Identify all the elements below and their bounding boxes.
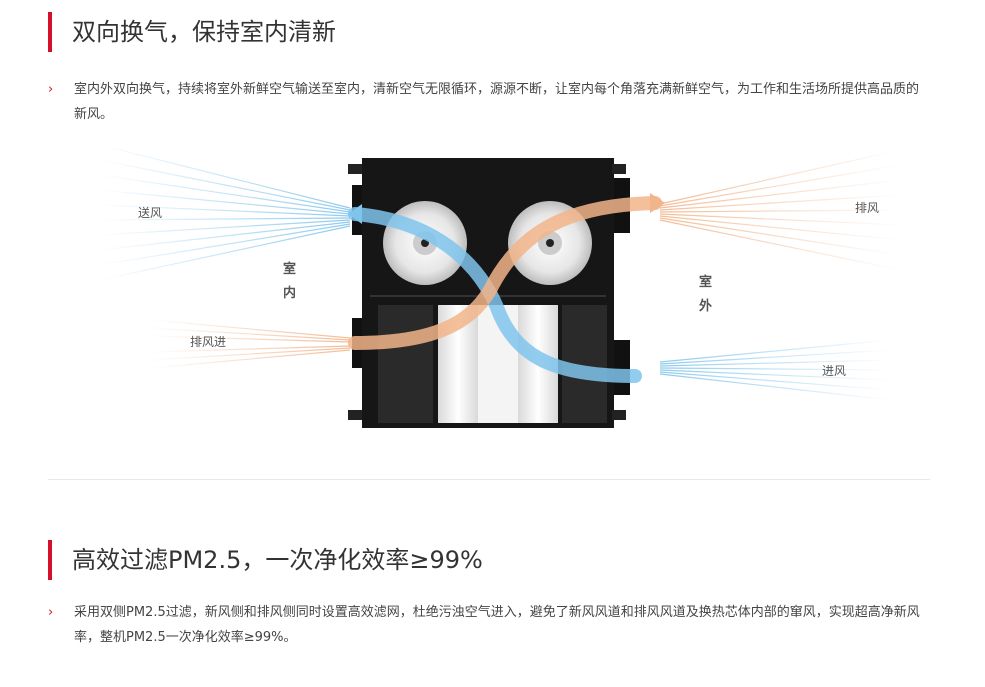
label-fresh-in: 进风 (822, 364, 847, 378)
fresh-air-arrowhead-icon (348, 204, 362, 224)
section-description: › 采用双侧PM2.5过滤，新风侧和排风侧同时设置高效滤网，杜绝污浊空气进入，避… (48, 600, 930, 650)
label-exhaust-in: 排风进 (190, 335, 227, 349)
ventilation-diagram: 送风 排风 排风进 进风 室 内 室 外 (100, 140, 920, 440)
chevron-right-icon: › (48, 82, 54, 97)
label-exhaust-air: 排风 (855, 201, 880, 215)
label-outdoor-2: 外 (699, 299, 713, 314)
label-indoor-1: 室 (283, 262, 297, 277)
description-text: 采用双侧PM2.5过滤，新风侧和排风侧同时设置高效滤网，杜绝污浊空气进入，避免了… (74, 605, 920, 645)
section-title: 高效过滤PM2.5，一次净化效率≥99% (72, 546, 483, 574)
label-outdoor-1: 室 (699, 275, 713, 290)
section-description: › 室内外双向换气，持续将室外新鲜空气输送至室内，清新空气无限循环，源源不断，让… (48, 77, 930, 127)
fresh-in-rays (659, 339, 891, 401)
section-heading: 高效过滤PM2.5，一次净化效率≥99% (48, 540, 930, 580)
fresh-air-flow-arrow (348, 207, 642, 383)
heading-accent-bar (48, 12, 52, 52)
chevron-right-icon: › (48, 605, 54, 620)
supply-air-rays (100, 144, 351, 281)
label-indoor-2: 内 (283, 286, 297, 301)
heading-accent-bar (48, 540, 52, 580)
exhaust-in-rays (149, 319, 351, 369)
exhaust-air-arrowhead-icon (650, 193, 665, 213)
exhaust-air-flow-arrow (348, 196, 662, 350)
section-air-exchange: 双向换气，保持室内清新 › 室内外双向换气，持续将室外新鲜空气输送至室内，清新空… (48, 12, 930, 127)
label-supply-air: 送风 (138, 206, 163, 220)
section-heading: 双向换气，保持室内清新 (48, 12, 930, 52)
section-divider (48, 479, 930, 480)
ventilator-unit (348, 158, 630, 428)
section-title: 双向换气，保持室内清新 (72, 18, 336, 46)
exhaust-out-rays (659, 149, 901, 271)
ventilator-illustration (100, 144, 901, 428)
description-text: 室内外双向换气，持续将室外新鲜空气输送至室内，清新空气无限循环，源源不断，让室内… (74, 82, 920, 122)
section-pm25-filtration: 高效过滤PM2.5，一次净化效率≥99% › 采用双侧PM2.5过滤，新风侧和排… (48, 540, 930, 650)
